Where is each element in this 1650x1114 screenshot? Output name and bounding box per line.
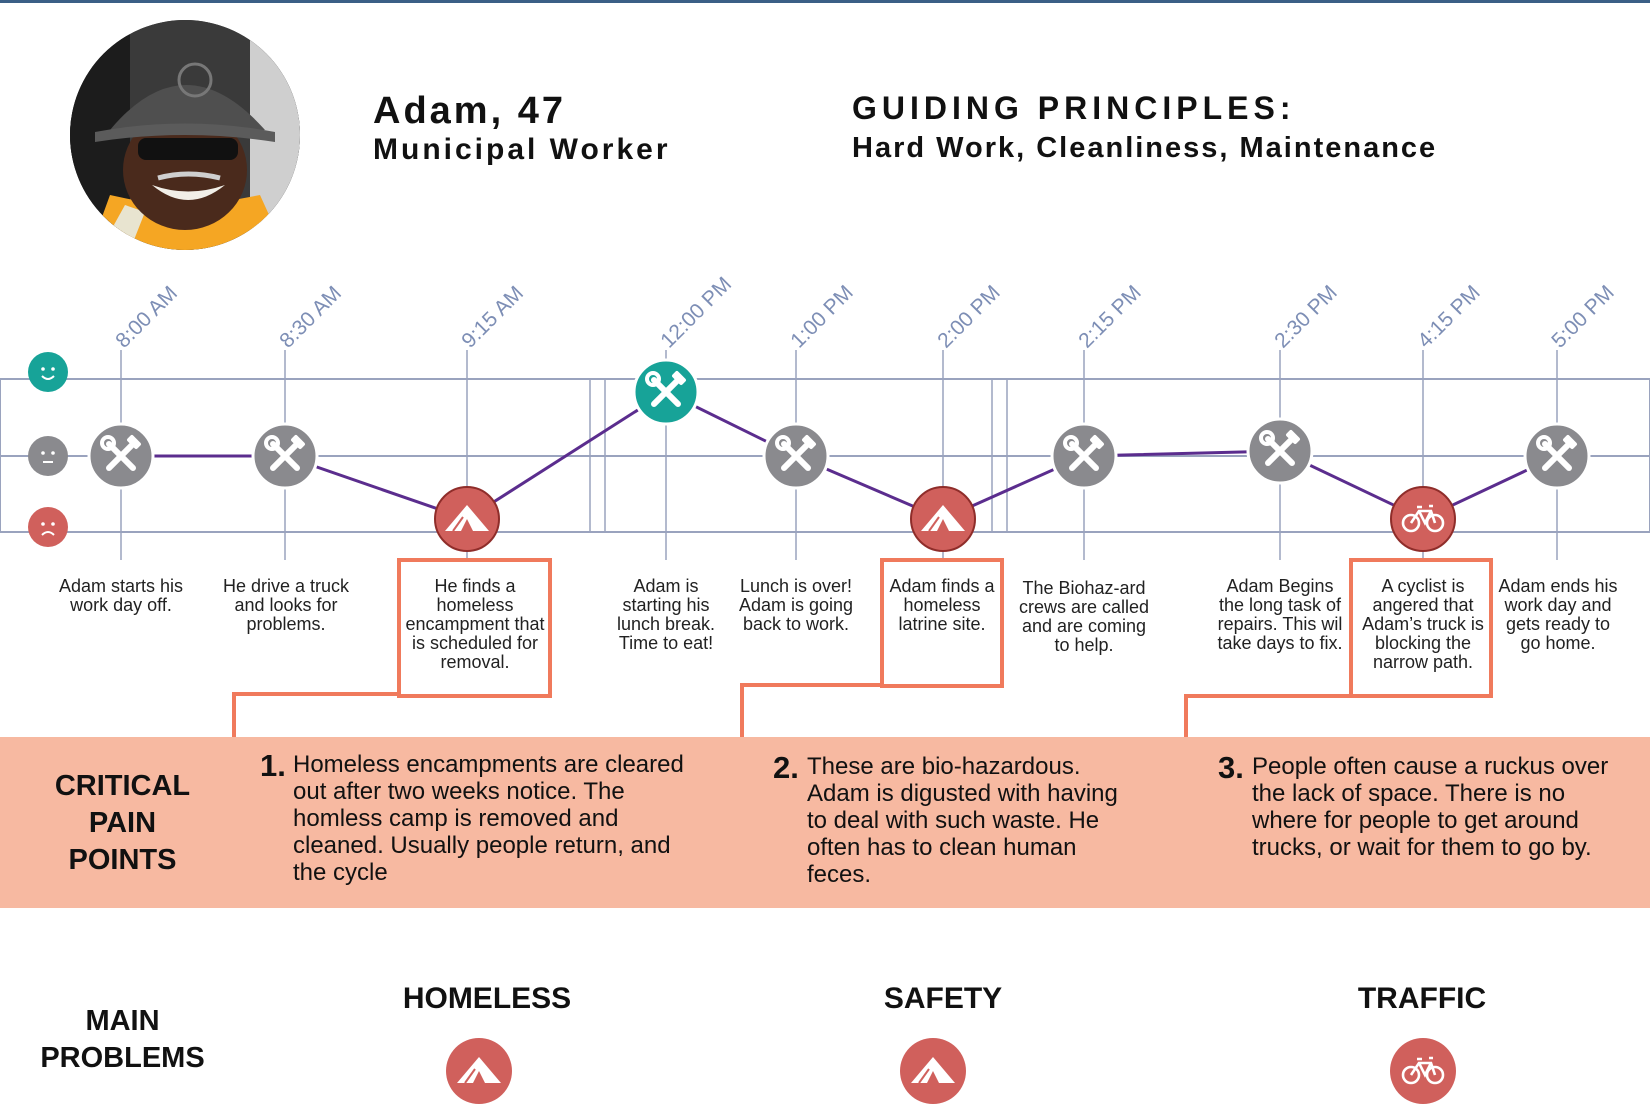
tent-icon <box>900 1038 966 1104</box>
touchpoint-description: The Biohaz-ard crews are called and are … <box>1018 578 1150 655</box>
persona-name: Adam, 47 <box>373 90 566 132</box>
neutral-face-icon <box>28 436 68 476</box>
persona-role: Municipal Worker <box>373 133 671 166</box>
pain-point-number: 2. <box>773 750 799 785</box>
touchpoint-description: Adam is starting his lunch break. Time t… <box>616 576 716 653</box>
touchpoint-tent-icon <box>434 486 500 552</box>
pain-point-text: These are bio-hazardous. Adam is diguste… <box>807 753 1118 888</box>
critical-pain-points-title: CRITICAL PAIN POINTS <box>54 770 191 876</box>
touchpoint-description: He finds a homeless encampment that is s… <box>405 576 545 672</box>
touchpoint-description: Adam finds a homeless latrine site. <box>889 576 995 634</box>
main-problem-icons <box>446 1038 1456 1104</box>
pain-point-text: Homeless encampments are cleared out aft… <box>293 751 684 886</box>
time-label: 4:15 PM <box>1413 281 1485 353</box>
emotion-line <box>121 390 1558 521</box>
sad-face-icon <box>28 507 68 547</box>
critical-pain-points-band <box>0 737 1650 908</box>
pain-point-number: 1. <box>260 748 286 783</box>
guiding-principles-title: GUIDING PRINCIPLES: <box>852 90 1296 126</box>
time-label: 5:00 PM <box>1547 281 1619 353</box>
problem-title: SAFETY <box>883 982 1003 1015</box>
touchpoint-tools-icon <box>1246 417 1314 485</box>
touchpoint-tent-icon <box>910 486 976 552</box>
top-rule <box>0 0 1650 3</box>
happy-face-icon <box>28 352 68 392</box>
touchpoint-description: Lunch is over! Adam is going back to wor… <box>738 576 854 634</box>
touchpoint-tools-icon <box>632 358 700 426</box>
pain-point-text: People often cause a ruckus over the lac… <box>1252 753 1609 861</box>
problem-title: TRAFFIC <box>1357 982 1487 1015</box>
guiding-principles-values: Hard Work, Cleanliness, Maintenance <box>852 132 1438 164</box>
time-label: 8:00 AM <box>111 282 182 353</box>
touchpoint-description: A cyclist is angered that Adam’s truck i… <box>1362 576 1484 672</box>
main-problems-title: MAIN PROBLEMS <box>40 1005 205 1074</box>
time-label: 2:00 PM <box>933 281 1005 353</box>
touchpoint-bicycle-icon <box>1390 486 1456 552</box>
pain-point-number: 3. <box>1218 750 1244 785</box>
time-label: 12:00 PM <box>656 273 736 353</box>
touchpoint-description: Adam Begins the long task of repairs. Th… <box>1217 576 1343 653</box>
touchpoint-tools-icon <box>1050 422 1118 490</box>
touchpoint-description: Adam starts his work day off. <box>58 576 184 615</box>
touchpoint-tools-icon <box>87 422 155 490</box>
touchpoint-description: He drive a truck and looks for problems. <box>222 576 350 634</box>
time-label: 8:30 AM <box>275 282 346 353</box>
problem-title: HOMELESS <box>402 982 572 1015</box>
touchpoint-tools-icon <box>251 422 319 490</box>
touchpoint-tools-icon <box>1523 422 1591 490</box>
time-label: 9:15 AM <box>457 282 528 353</box>
time-label: 1:00 PM <box>786 281 858 353</box>
time-label: 2:30 PM <box>1270 281 1342 353</box>
tent-icon <box>446 1038 512 1104</box>
touchpoint-description: Adam ends his work day and gets ready to… <box>1498 576 1618 653</box>
time-label: 2:15 PM <box>1074 281 1146 353</box>
bicycle-icon <box>1390 1038 1456 1104</box>
touchpoint-tools-icon <box>762 422 830 490</box>
